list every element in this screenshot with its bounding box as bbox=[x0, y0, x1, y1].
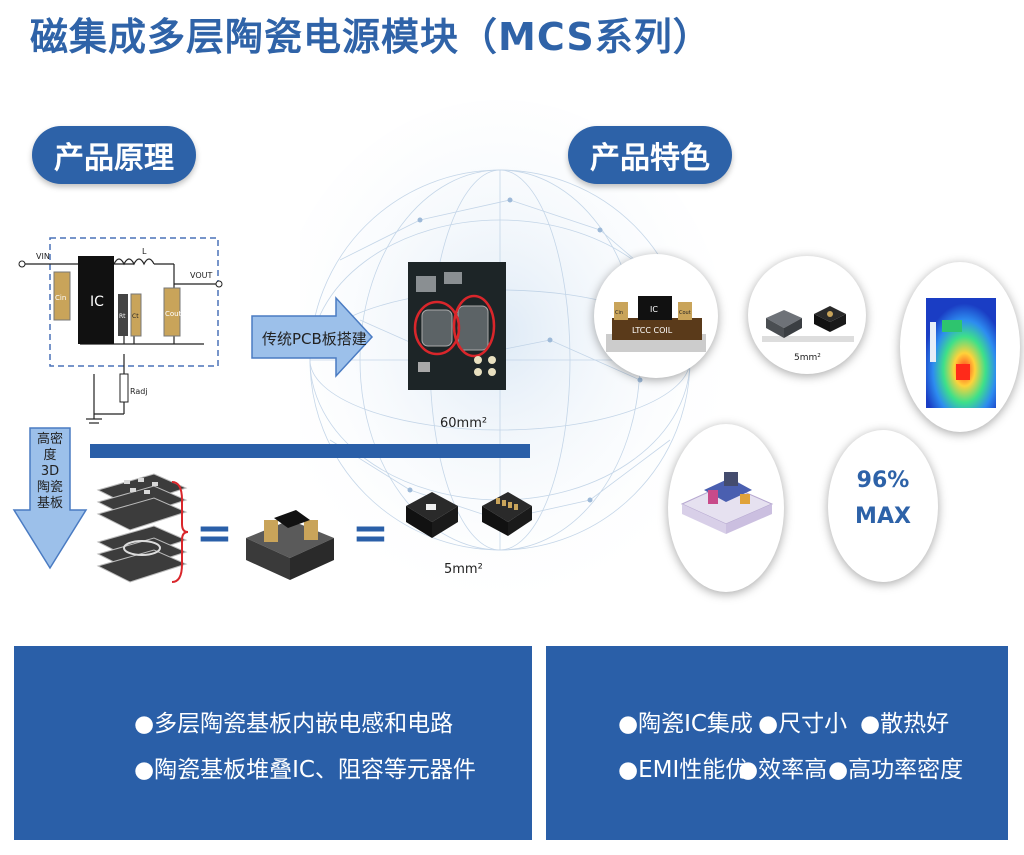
ltcc-ic-label: IC bbox=[650, 305, 658, 314]
label-cin: Cin bbox=[55, 294, 66, 302]
ltcc-diagram: IC Cin Cout LTCC COIL bbox=[606, 296, 706, 352]
efficiency-label: MAX bbox=[855, 504, 911, 529]
equals-sign-2: = bbox=[352, 508, 389, 559]
equals-sign-1: = bbox=[196, 508, 233, 559]
efficiency-value: 96% bbox=[856, 468, 910, 493]
new-area: 5mm² bbox=[444, 562, 483, 577]
label-vin: VIN bbox=[36, 252, 50, 261]
globe-background bbox=[300, 100, 720, 620]
ceramic-layer-stack bbox=[96, 473, 188, 583]
section-principle-pill: 产品原理 bbox=[32, 126, 196, 184]
ltcc-coil-label: LTCC COIL bbox=[632, 326, 673, 335]
divider-bar bbox=[90, 444, 530, 458]
brace bbox=[171, 481, 189, 583]
label-ic: IC bbox=[90, 294, 104, 310]
feature-circle-thermal bbox=[900, 262, 1020, 432]
arrow-line-5: 基板 bbox=[36, 496, 63, 511]
feature-item-small-size: ●尺寸小 bbox=[758, 711, 848, 737]
label-vout: VOUT bbox=[190, 271, 212, 280]
feature-item-heat-dissipation: ●散热好 bbox=[860, 711, 950, 737]
down-arrow bbox=[12, 427, 88, 570]
ltcc-cap1-label: Cin bbox=[615, 310, 623, 316]
pcb-photo bbox=[408, 262, 506, 390]
chip-packages bbox=[406, 492, 532, 538]
principle-line-2: ●陶瓷基板堆叠IC、阻容等元器件 bbox=[134, 757, 476, 783]
arrow-line-3: 3D bbox=[40, 464, 60, 479]
feature-circle-emi bbox=[668, 424, 784, 592]
features-summary-box: ●陶瓷IC集成 ●尺寸小 ●散热好 ●EMI性能优 ●效率高 ●高功率密度 bbox=[546, 646, 1008, 840]
feature-item-efficiency: ●效率高 bbox=[738, 757, 828, 783]
thermal-map bbox=[926, 298, 996, 408]
arrow-line-2: 度 bbox=[43, 448, 57, 463]
ltcc-cap2-label: Cout bbox=[679, 310, 691, 316]
arrow-line-1: 高密 bbox=[36, 432, 63, 447]
circuit-schematic: VIN VOUT IC L Cin Cout Rt Ct Radj bbox=[18, 237, 223, 424]
label-cout: Cout bbox=[165, 310, 182, 318]
feature-circle-efficiency: 96% MAX bbox=[828, 430, 938, 582]
size-label: 5mm² bbox=[794, 353, 821, 363]
label-ct: Ct bbox=[132, 313, 139, 320]
module-3d bbox=[246, 510, 334, 580]
module-boundary bbox=[49, 237, 219, 367]
size-diagram: 5mm² bbox=[762, 306, 854, 363]
page-title: 磁集成多层陶瓷电源模块（MCS系列） bbox=[30, 15, 712, 59]
arrow-line-4: 陶瓷 bbox=[36, 480, 63, 495]
emi-model bbox=[680, 472, 774, 534]
label-inductor: L bbox=[142, 247, 147, 256]
label-rt: Rt bbox=[119, 313, 126, 320]
feature-item-ic-integration: ●陶瓷IC集成 bbox=[618, 711, 753, 737]
principle-line-1: ●多层陶瓷基板内嵌电感和电路 bbox=[134, 711, 454, 737]
feature-circle-size: 5mm² bbox=[748, 256, 866, 374]
traditional-label: 传统PCB板搭建 bbox=[262, 330, 367, 348]
principle-summary-box: ●多层陶瓷基板内嵌电感和电路 ●陶瓷基板堆叠IC、阻容等元器件 bbox=[14, 646, 532, 840]
down-arrow-text: 高密 度 3D 陶瓷 基板 bbox=[30, 432, 70, 512]
feature-item-power-density: ●高功率密度 bbox=[828, 757, 964, 783]
feature-item-emi: ●EMI性能优 bbox=[618, 757, 749, 783]
section-features-pill: 产品特色 bbox=[568, 126, 732, 184]
label-radj: Radj bbox=[130, 387, 148, 396]
traditional-arrow bbox=[251, 296, 374, 378]
feature-circle-integration: IC Cin Cout LTCC COIL bbox=[594, 254, 718, 378]
ic-block bbox=[78, 256, 114, 344]
traditional-area: 60mm² bbox=[440, 416, 488, 431]
